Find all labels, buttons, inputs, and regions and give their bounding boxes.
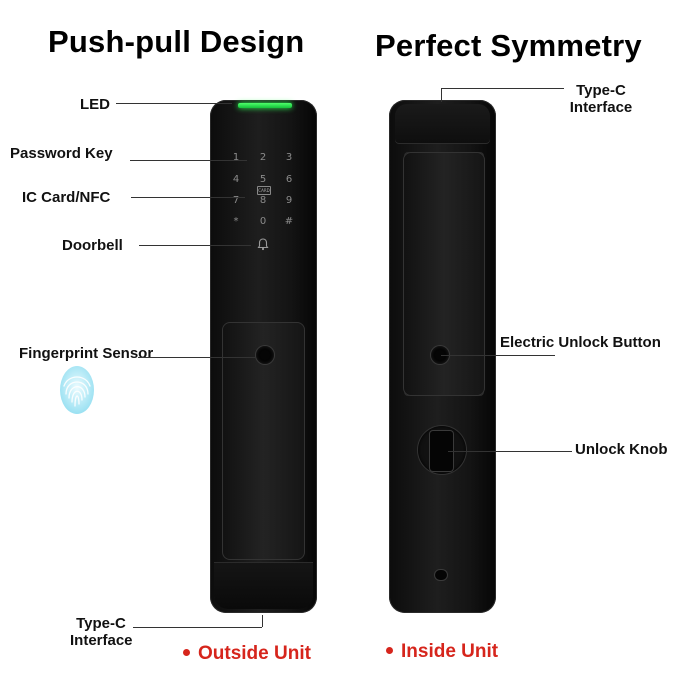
outside-bottom-cap <box>214 562 313 609</box>
caption-bullet <box>386 646 393 654</box>
leader-line-password-key <box>130 160 247 161</box>
leader-line-ic-card <box>131 197 245 198</box>
fingerprint-sensor[interactable] <box>256 346 274 364</box>
caption-outside-unit: Outside Unit <box>183 643 311 665</box>
keypad-key[interactable]: 6 <box>285 174 293 185</box>
keypad-key[interactable]: 1 <box>232 152 240 163</box>
leader-line-type-c-outside <box>133 627 262 628</box>
keypad-key[interactable]: 4 <box>232 174 240 185</box>
leader-line-fingerprint <box>138 357 256 358</box>
keypad-key[interactable]: 7 <box>232 195 240 206</box>
led-indicator <box>238 103 292 108</box>
keypad-key[interactable]: 5 <box>259 174 267 185</box>
caption-inside-unit: Inside Unit <box>386 641 498 663</box>
leader-line-doorbell <box>139 245 251 246</box>
label-type-c-inside-line2: Interface <box>569 99 633 116</box>
keypad-key[interactable]: 8 <box>259 195 267 206</box>
keypad-key[interactable]: 3 <box>285 152 293 163</box>
label-password-key: Password Key <box>10 145 113 162</box>
keypad: 1 2 3 4 5 6 CARD 7 8 9 * 0 # <box>229 152 304 228</box>
caption-outside-text: Outside Unit <box>198 643 311 664</box>
leader-line-type-c-outside-vertical <box>262 615 263 627</box>
leader-line-electric-unlock <box>441 355 555 356</box>
keypad-key[interactable]: 9 <box>285 195 293 206</box>
label-type-c-outside: Type-C Interface <box>70 615 133 649</box>
electric-unlock-button[interactable] <box>431 346 449 364</box>
label-fingerprint-sensor: Fingerprint Sensor <box>19 345 154 362</box>
leader-line-unlock-knob <box>448 451 572 452</box>
leader-line-type-c-inside-vertical <box>441 88 442 102</box>
label-type-c-inside-line1: Type-C <box>576 82 626 99</box>
leader-line-type-c-inside <box>441 88 564 89</box>
caption-inside-text: Inside Unit <box>401 641 499 662</box>
label-type-c-outside-line1: Type-C <box>76 615 126 632</box>
bell-icon[interactable] <box>257 238 269 251</box>
inside-top-shoulder <box>395 104 490 144</box>
heading-push-pull: Push-pull Design <box>48 24 305 59</box>
unlock-knob[interactable] <box>430 431 453 471</box>
keypad-key[interactable]: 0 <box>259 216 267 227</box>
label-ic-card: IC Card/NFC <box>22 189 111 206</box>
label-type-c-inside: Type-C Interface <box>566 82 636 116</box>
leader-line-led <box>116 103 232 104</box>
card-reader-mark: CARD <box>257 186 271 195</box>
label-doorbell: Doorbell <box>62 237 123 254</box>
label-electric-unlock-button: Electric Unlock Button <box>500 334 661 351</box>
label-led: LED <box>80 96 110 113</box>
keypad-key[interactable]: # <box>284 216 294 227</box>
inside-unit <box>389 100 496 613</box>
caption-bullet <box>183 648 190 656</box>
keypad-key[interactable]: * <box>233 216 239 227</box>
type-c-port[interactable] <box>435 570 447 580</box>
heading-perfect-symmetry: Perfect Symmetry <box>375 28 642 63</box>
fingerprint-icon <box>58 364 96 416</box>
label-unlock-knob: Unlock Knob <box>575 441 668 458</box>
outside-unit: 1 2 3 4 5 6 CARD 7 8 9 * 0 # <box>210 100 317 613</box>
label-type-c-outside-line2: Interface <box>70 632 133 649</box>
keypad-key[interactable]: 2 <box>259 152 267 163</box>
